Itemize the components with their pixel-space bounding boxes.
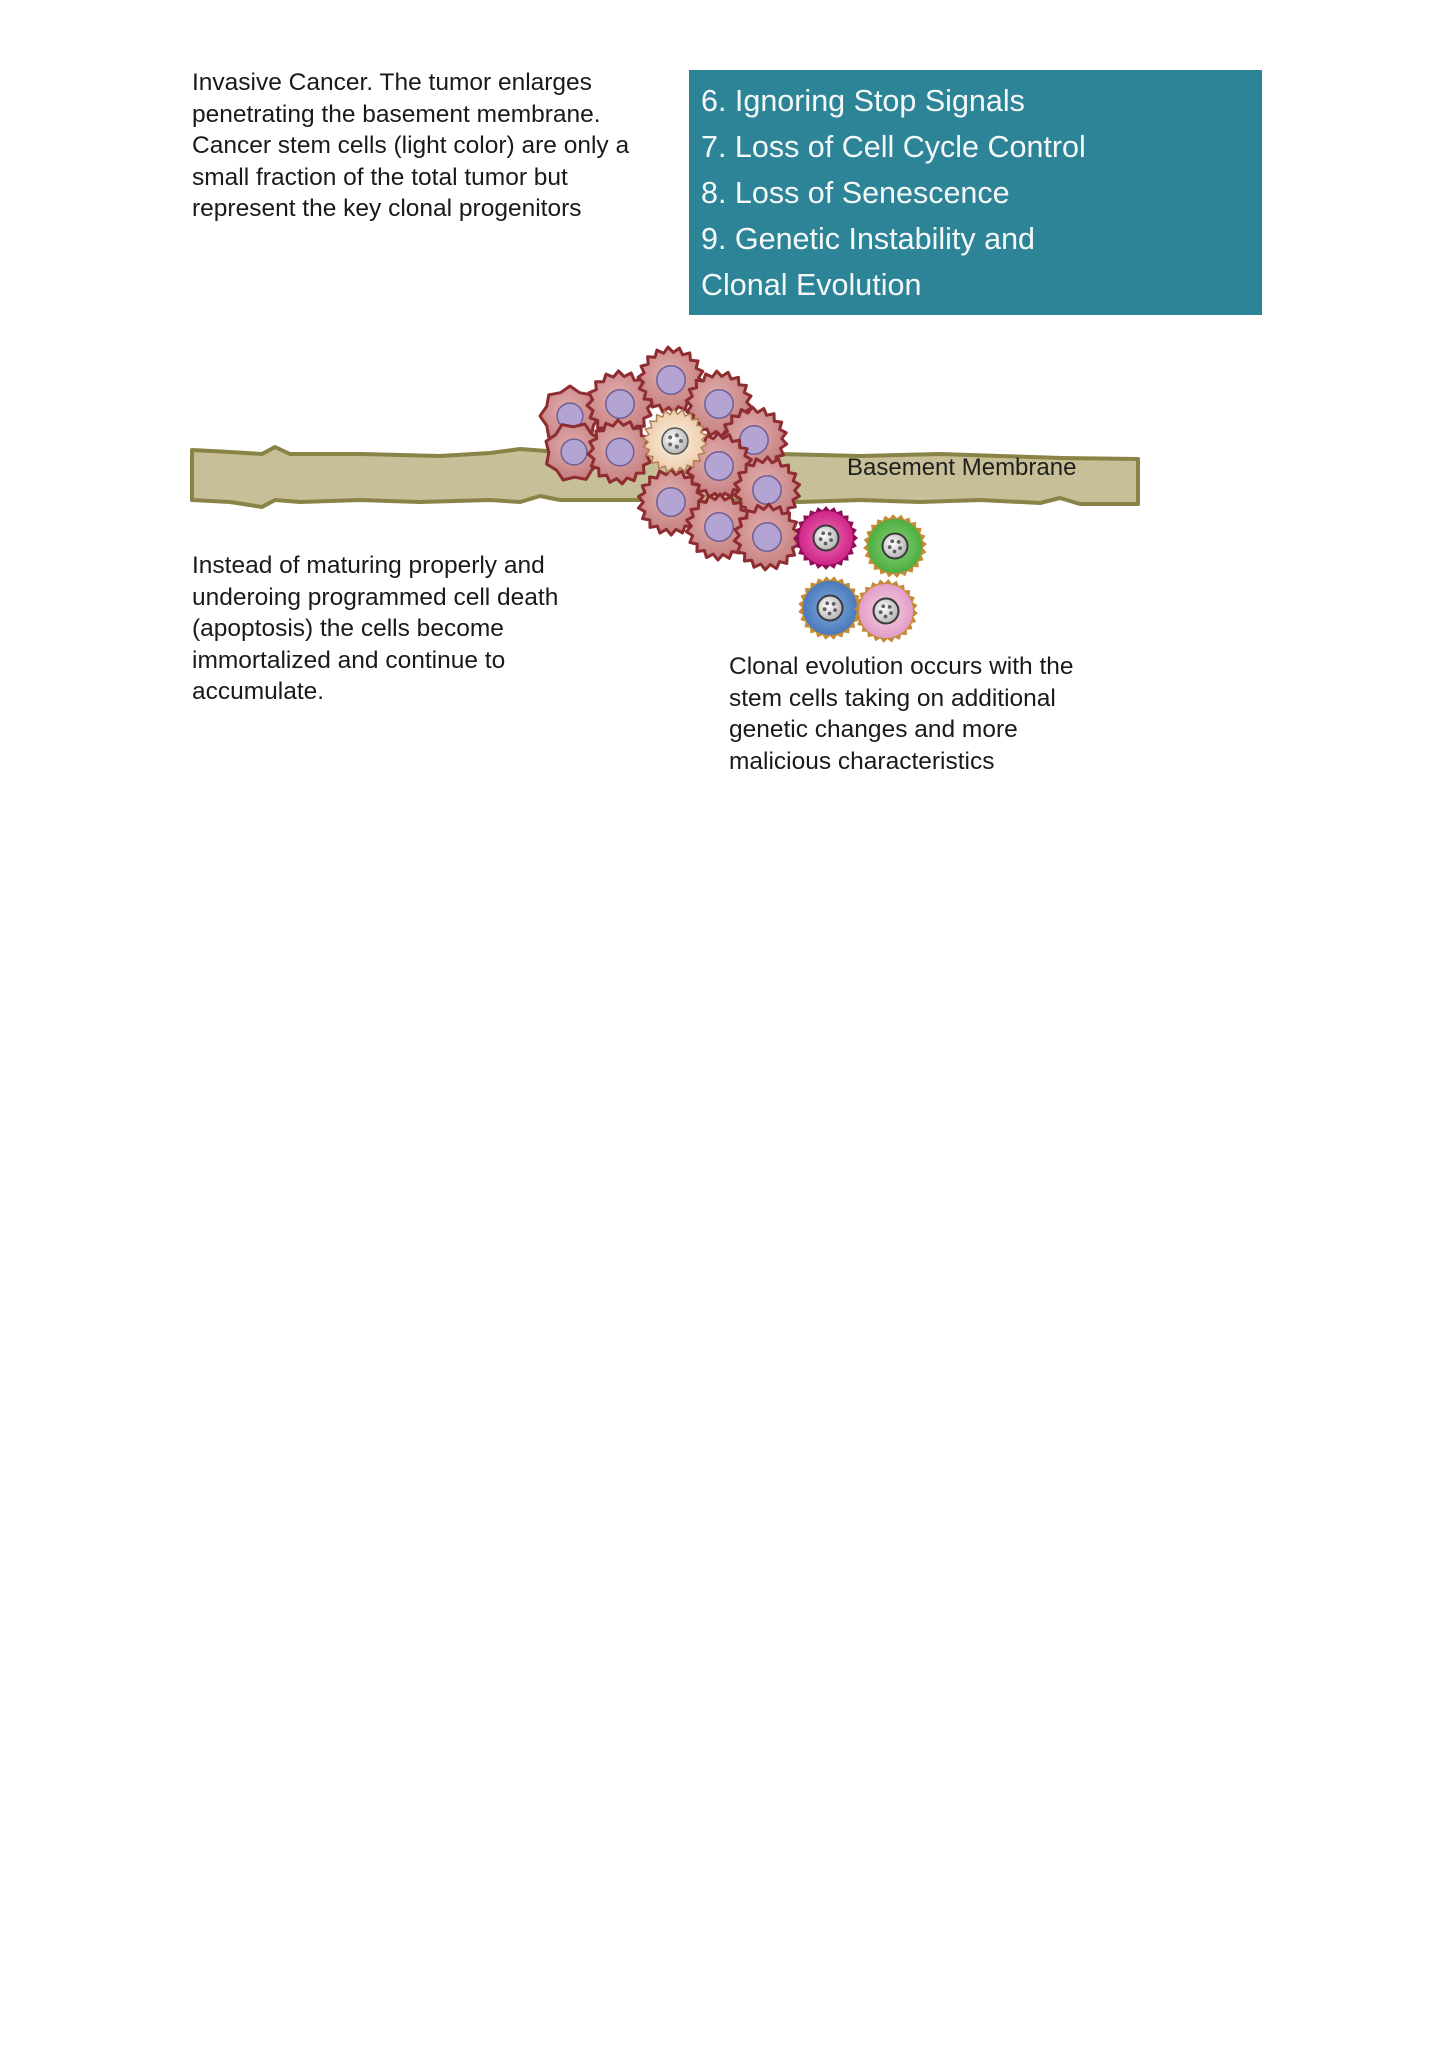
hallmark-item-6: 6. Ignoring Stop Signals [701, 84, 1025, 118]
clonal-cell-group [794, 506, 927, 643]
tumor-cell [636, 345, 706, 415]
tumor-cell-cluster [538, 345, 802, 572]
hallmark-list-box: 6. Ignoring Stop Signals 7. Loss of Cell… [689, 70, 1262, 315]
caption-clonal-evolution: Clonal evolution occurs with the stem ce… [729, 653, 1074, 775]
tumor-cell [586, 418, 654, 486]
tumor-cell [732, 455, 802, 525]
basement-membrane-label: Basement Membrane [847, 454, 1077, 481]
clone-cell-green [863, 514, 927, 578]
cancer-stem-cell [641, 407, 709, 475]
clone-cell-blue [798, 576, 862, 640]
hallmark-item-9: 9. Genetic Instability and [701, 222, 1035, 256]
tumor-cell [732, 502, 802, 572]
hallmark-item-8: 8. Loss of Senescence [701, 176, 1010, 210]
caption-invasive-cancer: Invasive Cancer. The tumor enlarges pene… [192, 69, 630, 222]
tumor-cell [585, 369, 655, 439]
hallmark-item-9-continued: Clonal Evolution [701, 268, 922, 302]
hallmark-item-7: 7. Loss of Cell Cycle Control [701, 130, 1086, 164]
clone-cell-magenta [794, 506, 858, 570]
caption-immortalized-cells: Instead of maturing properly and underoi… [192, 552, 559, 705]
clone-cell-pink [854, 579, 918, 643]
tumor-cell [544, 422, 604, 482]
